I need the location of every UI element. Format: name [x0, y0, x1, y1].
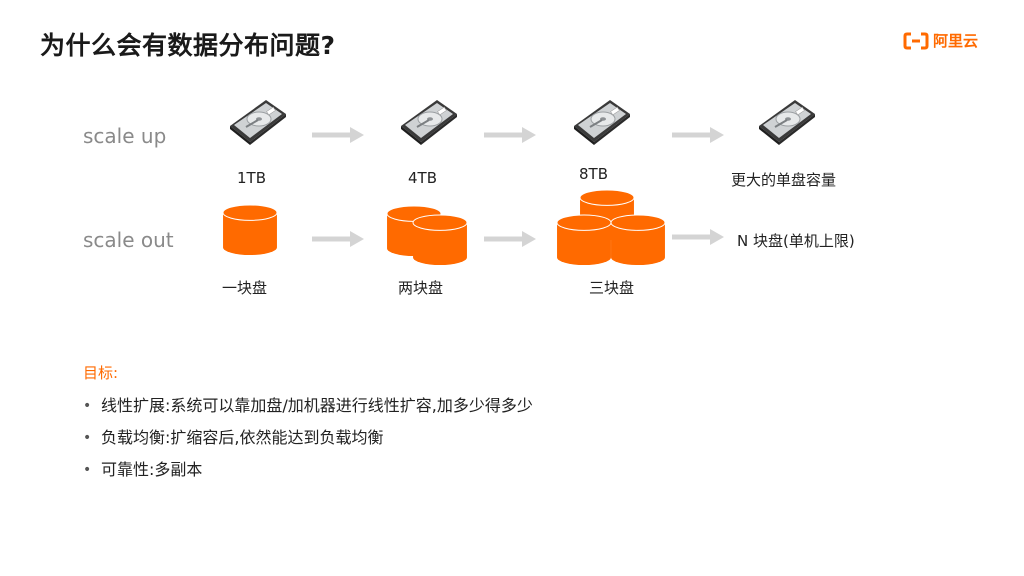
scale-out-caption: 三块盘 — [589, 279, 635, 297]
scale-out-caption: 两块盘 — [398, 279, 444, 297]
scale-out-caption: N 块盘(单机上限) — [737, 232, 855, 250]
arrow-right-icon — [484, 231, 536, 247]
bullet-icon: • — [83, 398, 92, 414]
arrow-right-icon — [312, 231, 364, 247]
disk-cylinder-icon — [609, 214, 667, 266]
logo-text: 阿里云 — [933, 32, 979, 50]
arrow-right-icon — [672, 229, 724, 245]
goals-title: 目标: — [83, 364, 119, 382]
scale-up-caption: 更大的单盘容量 — [731, 171, 837, 189]
arrow-right-icon — [312, 127, 364, 143]
scale-up-caption: 1TB — [237, 169, 266, 187]
scale-out-caption: 一块盘 — [222, 279, 268, 297]
aliyun-logo-icon — [903, 32, 929, 49]
goal-text: 线性扩展:系统可以靠加盘/加机器进行线性扩容,加多少得多少 — [101, 396, 533, 415]
scale-up-caption: 4TB — [408, 169, 437, 187]
goal-text: 负载均衡:扩缩容后,依然能达到负载均衡 — [101, 428, 384, 447]
hard-drive-icon — [226, 96, 288, 146]
disk-cylinder-icon — [411, 214, 469, 266]
list-item: • 负载均衡:扩缩容后,依然能达到负载均衡 — [83, 426, 533, 458]
bullet-icon: • — [83, 462, 92, 478]
goals-list: • 线性扩展:系统可以靠加盘/加机器进行线性扩容,加多少得多少 • 负载均衡:扩缩容… — [83, 394, 533, 490]
disk-cylinder-icon — [221, 204, 279, 256]
hard-drive-icon — [397, 96, 459, 146]
page-title: 为什么会有数据分布问题? — [40, 31, 336, 60]
scale-out-label: scale out — [83, 228, 174, 252]
arrow-right-icon — [484, 127, 536, 143]
scale-up-caption: 8TB — [579, 165, 608, 183]
hard-drive-icon — [570, 96, 632, 146]
list-item: • 线性扩展:系统可以靠加盘/加机器进行线性扩容,加多少得多少 — [83, 394, 533, 426]
disk-cylinder-icon — [555, 214, 613, 266]
arrow-right-icon — [672, 127, 724, 143]
aliyun-logo: 阿里云 — [903, 30, 978, 51]
list-item: • 可靠性:多副本 — [83, 458, 533, 490]
hard-drive-icon — [755, 96, 817, 146]
scale-up-label: scale up — [83, 124, 167, 148]
goal-text: 可靠性:多副本 — [101, 460, 203, 479]
bullet-icon: • — [83, 430, 92, 446]
